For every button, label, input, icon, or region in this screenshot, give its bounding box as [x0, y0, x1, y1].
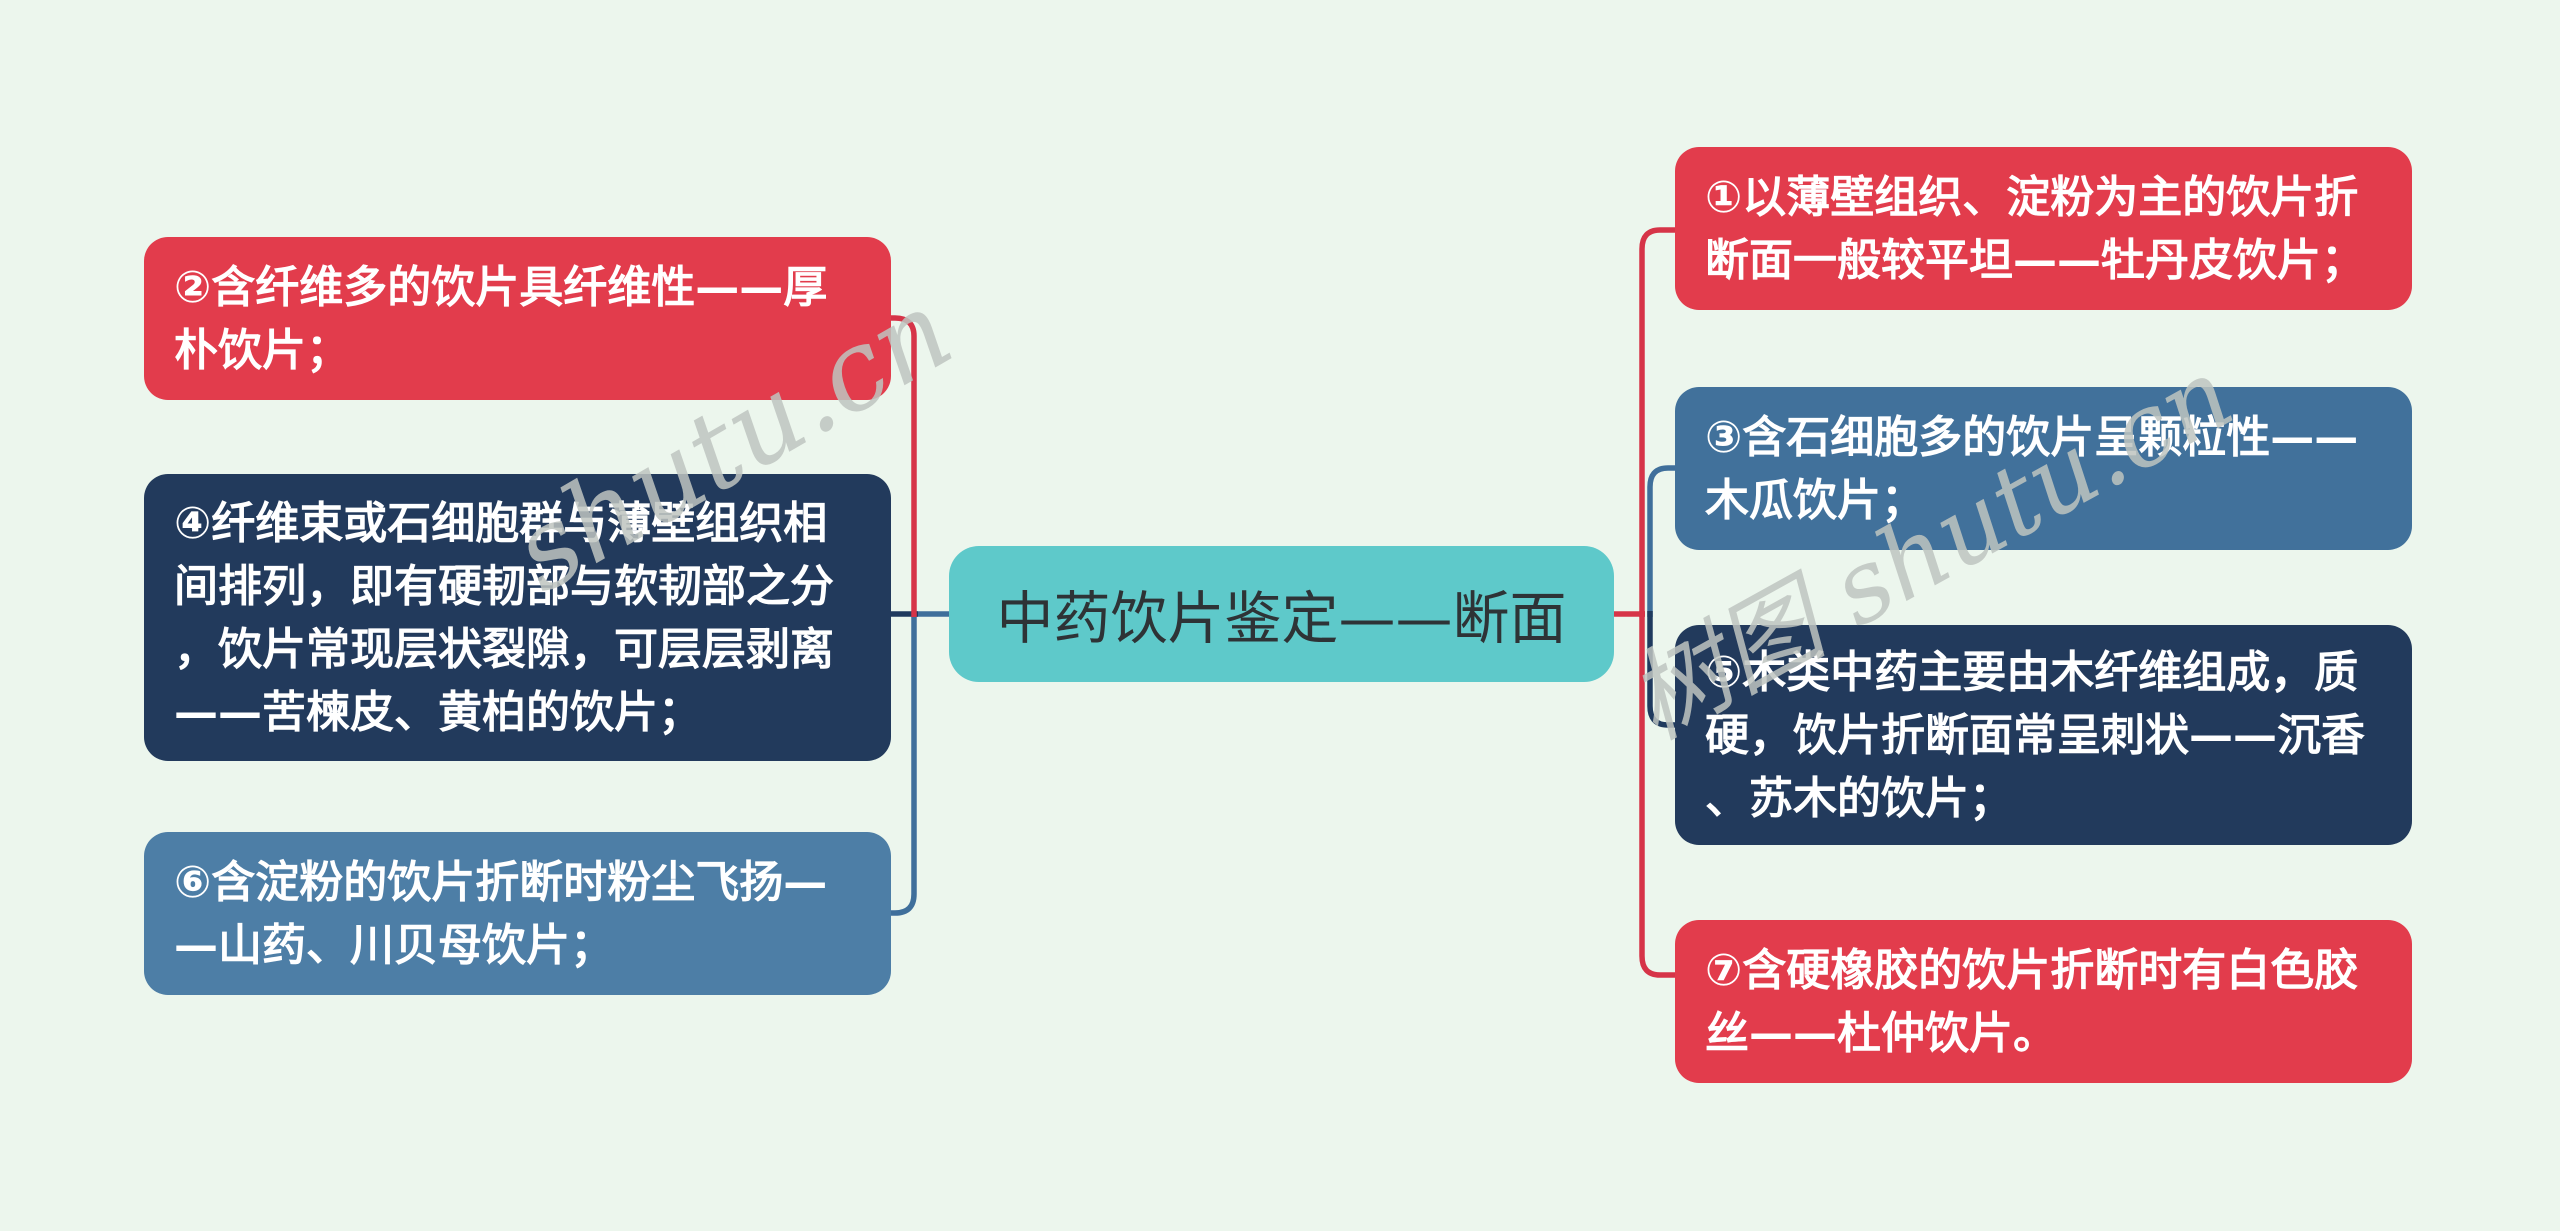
node-fiber-bundle-layers[interactable]: ④纤维束或石细胞群与薄壁组织相间排列，即有硬韧部与软韧部之分，饮片常现层状裂隙，…: [144, 474, 891, 761]
node-parenchyma-flat-text: ①以薄壁组织、淀粉为主的饮片折断面一般较平坦——牡丹皮饮片；: [1705, 171, 2365, 286]
node-starch-dust[interactable]: ⑥含淀粉的饮片折断时粉尘飞扬——山药、川贝母饮片；: [144, 832, 891, 995]
node-fiber-rich[interactable]: ②含纤维多的饮片具纤维性——厚朴饮片；: [144, 237, 891, 400]
node-stone-cells-granular[interactable]: ③含石细胞多的饮片呈颗粒性——木瓜饮片；: [1675, 387, 2412, 550]
root-node-title[interactable]: 中药饮片鉴定——断面: [949, 546, 1614, 682]
node-rubber-threads[interactable]: ⑦含硬橡胶的饮片折断时有白色胶丝——杜仲饮片。: [1675, 920, 2412, 1083]
node-stone-cells-granular-text: ③含石细胞多的饮片呈颗粒性——木瓜饮片；: [1705, 411, 2359, 526]
connector-root-to-node2: [885, 315, 917, 617]
node-fiber-rich-text: ②含纤维多的饮片具纤维性——厚朴饮片；: [174, 261, 828, 376]
connector-root-to-node3: [1647, 465, 1680, 617]
root-node-label: 中药饮片鉴定——断面: [996, 586, 1567, 652]
node-parenchyma-flat[interactable]: ①以薄壁组织、淀粉为主的饮片折断面一般较平坦——牡丹皮饮片；: [1675, 147, 2412, 310]
node-fiber-bundle-layers-text: ④纤维束或石细胞群与薄壁组织相间排列，即有硬韧部与软韧部之分，饮片常现层状裂隙，…: [174, 497, 834, 738]
node-starch-dust-text: ⑥含淀粉的饮片折断时粉尘飞扬——山药、川贝母饮片；: [174, 856, 828, 971]
node-wood-fiber-spiky-text: ⑤木类中药主要由木纤维组成，质硬，饮片折断面常呈刺状——沉香、苏木的饮片；: [1705, 646, 2365, 824]
node-rubber-threads-text: ⑦含硬橡胶的饮片折断时有白色胶丝——杜仲饮片。: [1705, 944, 2359, 1059]
connector-root-to-node5: [1647, 611, 1680, 728]
connector-root-to-node7: [1639, 611, 1680, 978]
connector-root-to-node1: [1639, 227, 1680, 617]
connector-root-to-node6: [885, 611, 917, 916]
node-wood-fiber-spiky[interactable]: ⑤木类中药主要由木纤维组成，质硬，饮片折断面常呈刺状——沉香、苏木的饮片；: [1675, 625, 2412, 845]
